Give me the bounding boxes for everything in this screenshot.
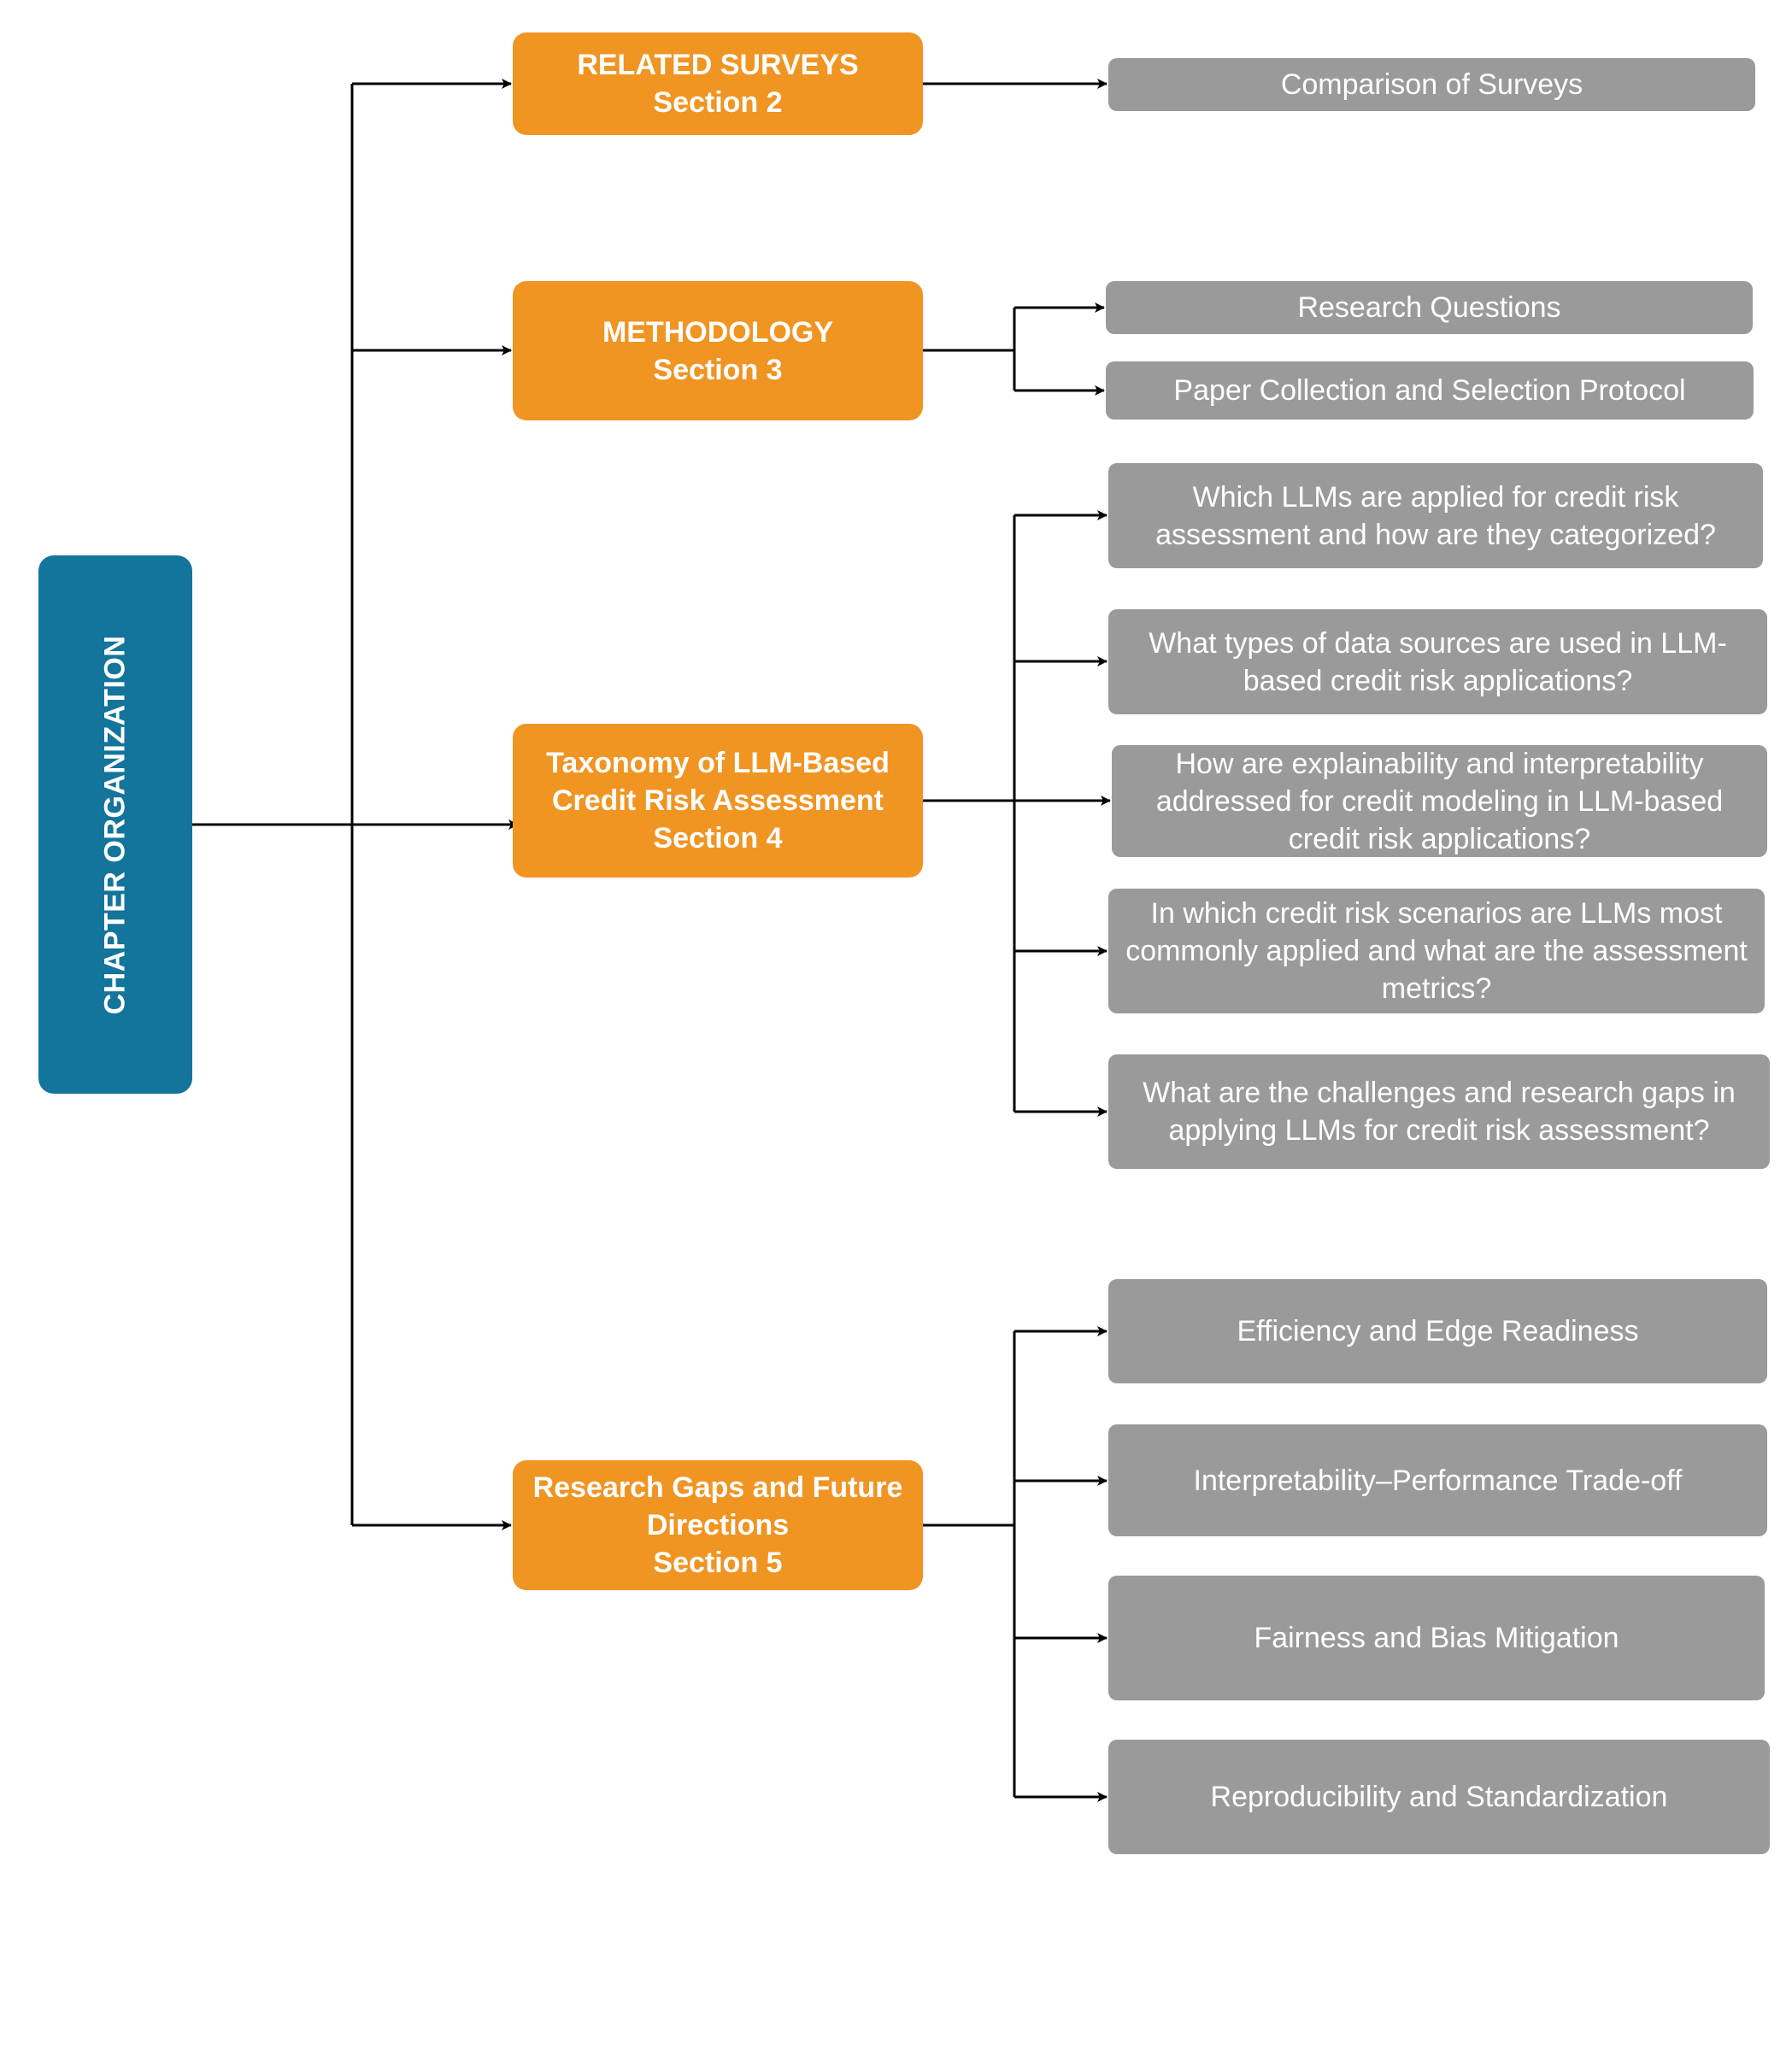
root-chapter-organization: CHAPTER ORGANIZATION <box>38 555 192 1094</box>
section-number: Section 2 <box>653 86 783 119</box>
section-4-taxonomy: Taxonomy of LLM-Based Credit Risk Assess… <box>513 724 923 878</box>
section-title-line2: Directions <box>646 1509 790 1541</box>
leaf-efficiency-edge-readiness: Efficiency and Edge Readiness <box>1108 1279 1767 1383</box>
section-title: Research Gaps and Future <box>532 1471 903 1504</box>
leaf-question-data-sources: What types of data sources are used in L… <box>1108 609 1767 714</box>
leaf-question-llm-categories: Which LLMs are applied for credit risk a… <box>1108 463 1763 568</box>
section-number: Section 3 <box>653 353 783 386</box>
section-5-research-gaps: Research Gaps and Future Directions Sect… <box>513 1460 923 1590</box>
leaf-paper-collection-protocol: Paper Collection and Selection Protocol <box>1106 361 1754 420</box>
root-label: CHAPTER ORGANIZATION <box>98 635 132 1014</box>
section-title-line2: Credit Risk Assessment <box>551 784 884 817</box>
section-number: Section 5 <box>653 1547 783 1579</box>
section-title: RELATED SURVEYS <box>577 49 859 81</box>
section-number: Section 4 <box>653 822 783 854</box>
section-2-related-surveys: RELATED SURVEYS Section 2 <box>513 32 923 135</box>
section-3-methodology: METHODOLOGY Section 3 <box>513 281 923 420</box>
leaf-question-scenarios-metrics: In which credit risk scenarios are LLMs … <box>1108 889 1765 1013</box>
leaf-fairness-bias: Fairness and Bias Mitigation <box>1108 1576 1765 1700</box>
leaf-question-challenges: What are the challenges and research gap… <box>1108 1054 1770 1169</box>
leaf-reproducibility: Reproducibility and Standardization <box>1108 1740 1770 1854</box>
leaf-research-questions: Research Questions <box>1106 281 1753 334</box>
section-title: METHODOLOGY <box>602 315 834 349</box>
leaf-question-explainability: How are explainability and interpretabil… <box>1112 745 1767 857</box>
leaf-interpretability-tradeoff: Interpretability–Performance Trade-off <box>1108 1424 1767 1536</box>
section-title: Taxonomy of LLM-Based <box>546 747 890 779</box>
leaf-comparison-of-surveys: Comparison of Surveys <box>1108 58 1755 111</box>
